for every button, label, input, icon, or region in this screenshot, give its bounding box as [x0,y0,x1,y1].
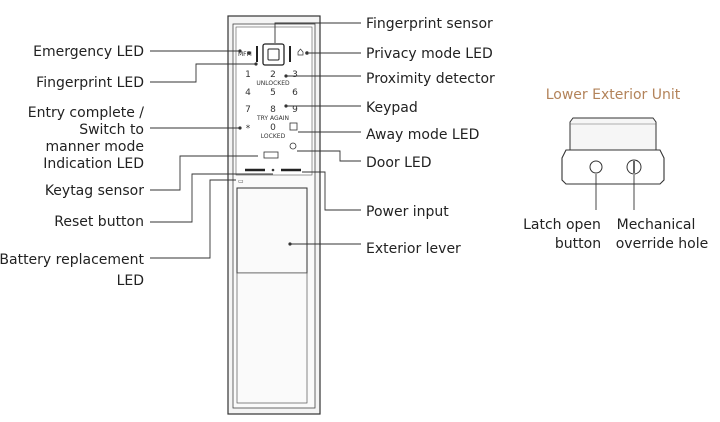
emergency-led [247,51,251,55]
label-fingerprint-led: Fingerprint LED [36,75,144,91]
key-5[interactable]: 5 [270,88,276,98]
label-reset-button: Reset button [54,214,144,230]
reset-button-dot[interactable] [271,168,275,172]
right-labels: Fingerprint sensor Privacy mode LED Prox… [274,16,495,257]
privacy-mode-led [305,51,309,55]
exterior-lever[interactable] [236,187,308,274]
key-8[interactable]: 8 [270,105,276,115]
label-entry-complete-2: Switch to [79,122,144,138]
key-3[interactable]: 3 [292,70,298,80]
key-7[interactable]: 7 [245,105,251,115]
label-power-input: Power input [366,204,449,220]
key-1[interactable]: 1 [245,70,251,80]
label-keypad: Keypad [366,100,418,116]
key-6[interactable]: 6 [292,88,298,98]
keytag-sensor [263,151,279,159]
left-labels: Emergency LED Fingerprint LED Entry comp… [0,44,273,289]
label-keytag-sensor: Keytag sensor [45,183,144,199]
label-override-1: Mechanical [617,217,696,233]
fingerprint-sensor-inner [267,48,280,61]
locked-label: LOCKED [261,133,286,140]
lower-unit-title: Lower Exterior Unit [546,87,681,103]
label-entry-complete-4: Indication LED [43,156,144,172]
label-entry-complete-1: Entry complete / [28,105,145,121]
key-0[interactable]: 0 [270,123,276,133]
label-proximity-detector: Proximity detector [366,71,495,87]
label-battery-led-1: Battery replacement [0,252,145,268]
label-latch-1: Latch open [523,217,601,233]
key-9[interactable]: 9 [292,105,298,115]
label-latch-2: button [555,236,601,252]
latch-open-button[interactable] [589,160,603,174]
unit-cap [569,117,657,151]
privacy-lock-icon [297,48,304,56]
key-4[interactable]: 4 [245,88,251,98]
door-icon [289,142,297,150]
label-away-mode-led: Away mode LED [366,127,479,143]
label-door-led: Door LED [366,155,432,171]
label-entry-complete-3: manner mode [46,139,145,155]
label-battery-led-2: LED [117,273,144,289]
fingerprint-led-left [256,46,258,62]
key-2[interactable]: 2 [270,70,276,80]
lower-exterior-unit: Lower Exterior Unit Latch open button Me… [523,87,708,252]
fingerprint-led-right [289,46,291,62]
keypad[interactable]: 1 2 3 UNLOCKED 4 5 6 7 8 9 TRY AGAIN * 0… [245,70,298,140]
unlocked-label: UNLOCKED [256,80,290,87]
unit-body [561,149,665,185]
label-emergency-led: Emergency LED [33,44,144,60]
emergency-led-label: MFM [238,51,252,58]
battery-icon: ▭ [238,178,244,185]
lock-body: MFM 1 2 3 UNLOCKED 4 5 6 7 8 9 TRY AGAIN… [227,15,321,415]
label-exterior-lever: Exterior lever [366,241,461,257]
key-star[interactable]: * [246,124,251,134]
label-privacy-mode-led: Privacy mode LED [366,46,493,62]
label-fingerprint-sensor: Fingerprint sensor [366,16,493,32]
try-again-label: TRY AGAIN [256,115,289,122]
away-mode-icon [289,122,298,131]
lower-panel [236,272,308,404]
label-override-2: override hole [616,236,709,252]
